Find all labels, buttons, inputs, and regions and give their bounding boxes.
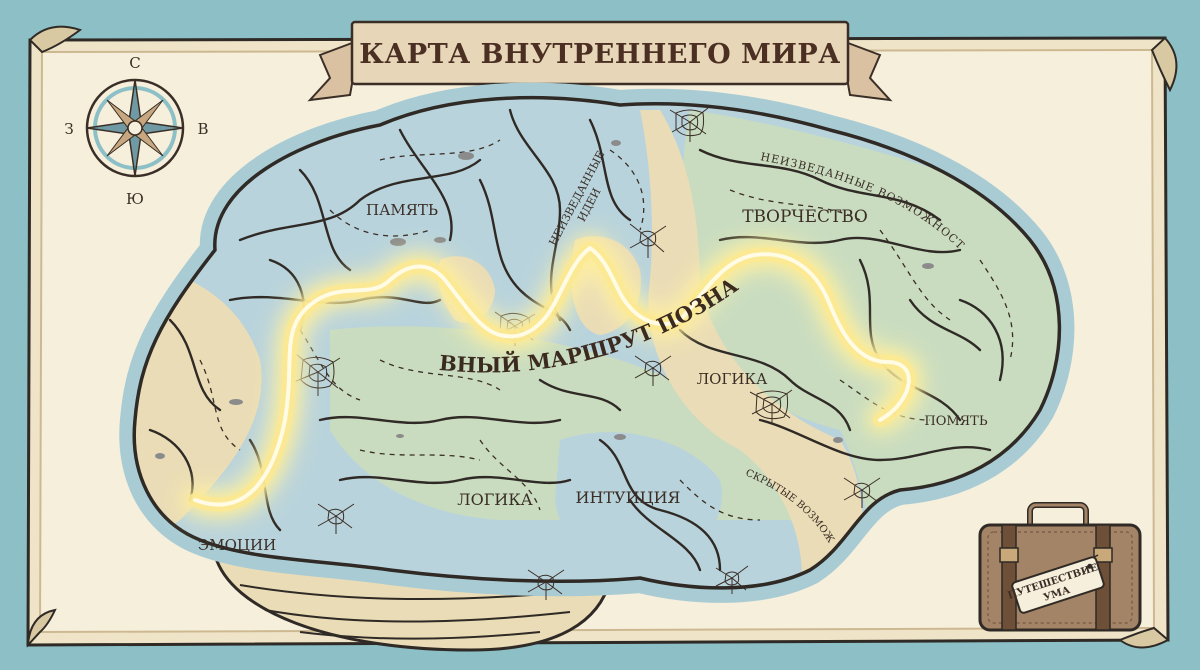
main-route <box>181 234 923 519</box>
compass-west: З <box>64 120 73 138</box>
dashed-trails <box>199 139 1014 521</box>
compass-south: Ю <box>126 190 144 208</box>
compass-east: В <box>197 120 208 138</box>
rock-details <box>155 140 934 459</box>
compass-rose: С Ю З В <box>64 54 208 208</box>
map-title: КАРТА ВНУТРЕННЕГО МИРА <box>359 39 840 70</box>
region-intuition: ИНТУИЦИЯ <box>576 488 681 507</box>
region-logic-right: ЛОГИКА <box>697 370 768 388</box>
brain-outline <box>132 95 1062 590</box>
region-logic-bottom: ЛОГИКА <box>457 490 533 509</box>
region-memory-top: ПАМЯТЬ <box>366 201 438 219</box>
region-memory-right: ПОМЯТЬ <box>924 414 987 429</box>
region-creativity: ТВОРЧЕСТВО <box>742 207 868 227</box>
title-banner: КАРТА ВНУТРЕННЕГО МИРА <box>307 20 893 102</box>
suitcase-icon: ПУТЕШЕСТВИЕ УМА <box>978 502 1142 632</box>
region-emotions: ЭМОЦИИ <box>198 536 276 554</box>
compass-north: С <box>129 54 140 72</box>
